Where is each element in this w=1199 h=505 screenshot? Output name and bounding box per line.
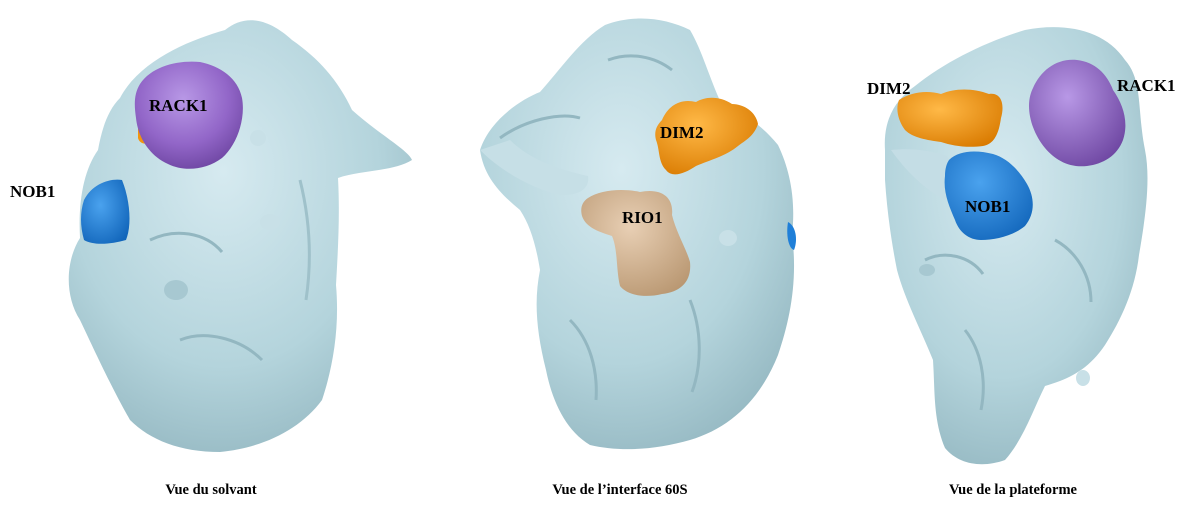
- surface-groove: [568, 318, 598, 401]
- nob1-label: NOB1: [10, 182, 56, 201]
- rack1-density: [1029, 59, 1126, 167]
- view-interface-60s: DIM2 RIO1 Vue de l’interface 60S: [440, 0, 820, 505]
- surface-bump: [250, 130, 266, 146]
- rio1-label: RIO1: [622, 208, 663, 227]
- surface-bump: [719, 230, 737, 246]
- surface-ridge: [480, 140, 589, 196]
- caption-solvent: Vue du solvant: [165, 482, 257, 498]
- surface-groove: [607, 54, 673, 72]
- rack1-label: RACK1: [149, 96, 208, 115]
- surface-groove: [963, 329, 985, 411]
- surface-groove: [179, 334, 264, 362]
- nob1-density: [944, 151, 1033, 240]
- surface-groove: [688, 299, 701, 393]
- ribosome-surface-interface: [480, 18, 796, 450]
- surface-groove: [149, 231, 224, 253]
- surface-bump: [260, 214, 280, 230]
- surface-ridge: [891, 149, 953, 200]
- dim2-density: [655, 97, 758, 175]
- surface-bump: [164, 280, 188, 300]
- ribosome-surface-solvent: [68, 20, 413, 452]
- rack1-density: [134, 61, 243, 169]
- surface-bump: [919, 264, 935, 276]
- surface-groove: [298, 179, 311, 301]
- ribosome-surface-platform: [884, 27, 1148, 465]
- nob1-density: [81, 179, 130, 244]
- rack1-label: RACK1: [1117, 76, 1176, 95]
- surface-bump: [1076, 370, 1090, 386]
- rio1-density: [581, 190, 691, 296]
- view-platform: DIM2 RACK1 NOB1 Vue de la plateforme: [855, 0, 1199, 505]
- surface-groove: [924, 253, 985, 275]
- caption-platform: Vue de la plateforme: [949, 482, 1077, 498]
- nob1-density-partial: [787, 222, 796, 250]
- nob1-label: NOB1: [965, 197, 1011, 216]
- surface-groove: [499, 114, 581, 140]
- dim2-label: DIM2: [660, 123, 704, 142]
- surface-groove: [1054, 238, 1093, 303]
- dim2-label: DIM2: [867, 79, 911, 98]
- view-solvent: RACK1 NOB1 Vue du solvant: [0, 0, 420, 505]
- dim2-density: [897, 89, 1003, 147]
- caption-interface-60s: Vue de l’interface 60S: [552, 482, 688, 498]
